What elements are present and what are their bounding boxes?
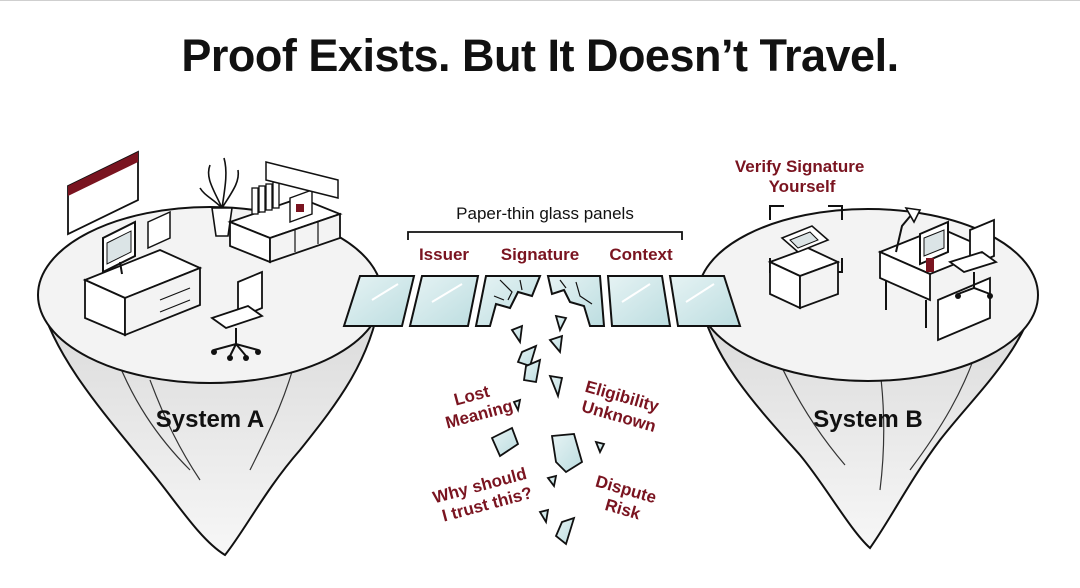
verify-signature-note: Verify Signature Yourself — [735, 157, 869, 196]
glass-bridge: Paper-thin glass panels Issuer Signature… — [342, 204, 742, 327]
wall-board-icon — [67, 150, 139, 236]
glass-panel-1 — [342, 275, 416, 327]
glass-panel-2 — [408, 275, 480, 327]
office-chair-icon — [210, 270, 264, 361]
panel-label-context: Context — [609, 245, 673, 264]
island-system-a: System A — [37, 150, 383, 557]
failure-lost-meaning: Lost Meaning — [438, 377, 515, 433]
failure-why-trust: Why should I trust this? — [431, 463, 539, 527]
bridge-heading: Paper-thin glass panels — [456, 204, 634, 223]
potted-plant-icon — [199, 157, 240, 237]
glass-panel-5 — [606, 275, 672, 327]
page-title: Proof Exists. But It Doesn’t Travel. — [181, 30, 899, 81]
falling-glass-shards — [490, 314, 606, 546]
panel-label-signature: Signature — [501, 245, 579, 264]
system-b-label: System B — [813, 406, 922, 433]
glass-panel-4-cracked — [546, 275, 606, 327]
top-divider — [0, 0, 1080, 1]
desk-with-lamp-icon — [877, 206, 993, 342]
island-system-b: System B — [697, 205, 1039, 550]
wall-shelf-icon — [265, 161, 339, 199]
failure-dispute-risk: Dispute Risk — [588, 472, 663, 528]
verification-kiosk-icon — [767, 205, 843, 310]
glass-panel-3-cracked — [474, 275, 542, 327]
office-chair-icon — [948, 218, 998, 299]
desk-with-computer-icon — [82, 210, 203, 337]
system-a-label: System A — [156, 406, 265, 433]
failure-eligibility-unknown: Eligibility Unknown — [578, 377, 666, 437]
panel-label-issuer: Issuer — [419, 245, 469, 264]
bridge-bracket — [407, 231, 683, 240]
cabinet-with-binders-icon — [227, 181, 343, 264]
glass-panel-6 — [668, 275, 742, 327]
